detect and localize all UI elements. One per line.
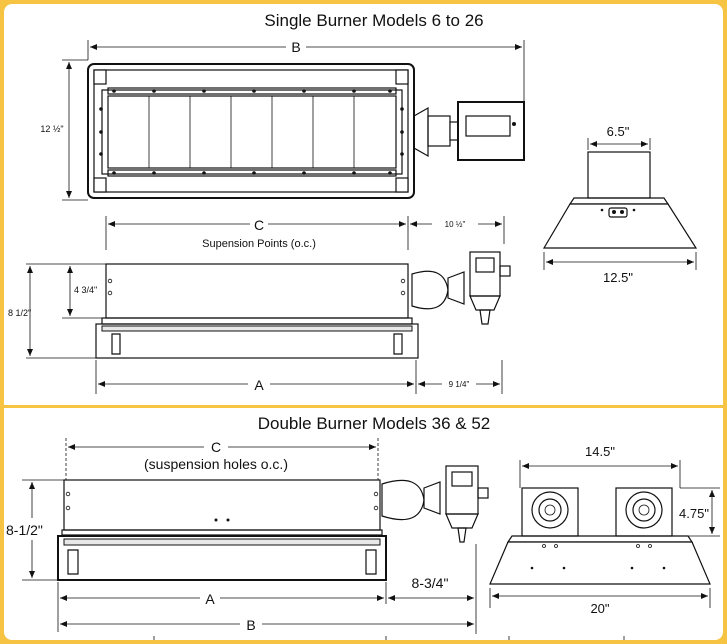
double-dim-a-label: A [205, 591, 215, 607]
single-dim-6-5-label: 6.5" [607, 124, 630, 139]
single-dim-9-25-label: 9 1/4" [449, 380, 470, 389]
single-dim-a: A 9 1/4" [95, 360, 503, 394]
single-dim-10-5-label: 10 ½" [445, 220, 466, 229]
double-dim-c-label: C [211, 439, 221, 455]
single-dim-height: 12 ½" [40, 59, 88, 201]
single-dim-vertical: 4 3/4" 8 1/2" [8, 263, 106, 359]
double-section-title: Double Burner Models 36 & 52 [258, 414, 490, 433]
diagram-frame: Single Burner Models 6 to 26 B 12 ½" [4, 4, 723, 640]
single-side-view [95, 251, 511, 359]
single-top-view [87, 63, 525, 199]
single-end-view: 6.5" 12.5" [542, 124, 698, 285]
double-dim-20-label: 20" [590, 601, 609, 616]
dimension-drawing: Single Burner Models 6 to 26 B 12 ½" [6, 11, 720, 640]
single-dim-height-label: 12 ½" [40, 124, 63, 134]
single-dim-b: B [87, 39, 525, 104]
single-dim-c: C Supension Points (o.c.) 10 ½" [105, 216, 505, 250]
single-section-title: Single Burner Models 6 to 26 [264, 11, 483, 30]
single-dim-8-5-label: 8 1/2" [8, 308, 31, 318]
double-dim-b-label: B [246, 617, 255, 633]
single-dim-c-label: C [254, 217, 264, 233]
double-dim-8-75-label: 8-3/4" [412, 575, 449, 591]
single-dim-12-5-label: 12.5" [603, 270, 633, 285]
double-dim-a-b: A 8-3/4" B [57, 544, 625, 640]
double-dim-4-75-label: 4.75" [679, 506, 709, 521]
double-dim-8-5-label: 8-1/2" [6, 522, 43, 538]
double-side-view [57, 465, 489, 581]
double-dim-c: C (suspension holes o.c.) [65, 438, 379, 480]
single-dim-4-75-label: 4 3/4" [74, 285, 97, 295]
double-dim-14-5-label: 14.5" [585, 444, 615, 459]
double-dim-vertical: 8-1/2" [6, 479, 64, 581]
double-suspension-label: (suspension holes o.c.) [144, 456, 288, 472]
section-divider [4, 405, 723, 408]
single-dim-a-label: A [254, 377, 264, 393]
single-dim-b-label: B [291, 39, 300, 55]
single-suspension-label: Supension Points (o.c.) [202, 238, 316, 250]
double-end-view: 14.5" 4.75" 20" [489, 444, 720, 616]
